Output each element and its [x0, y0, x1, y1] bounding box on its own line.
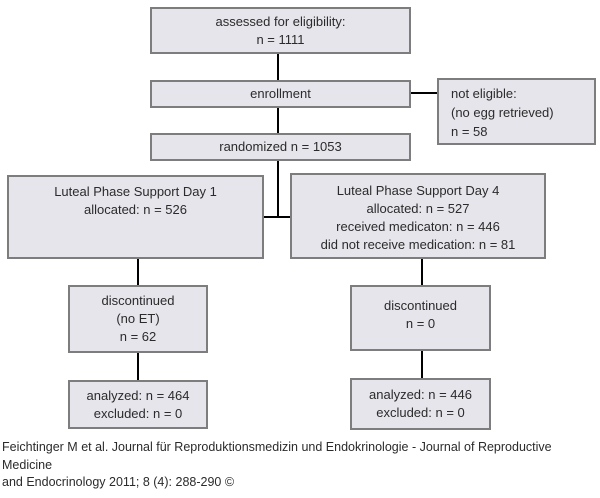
not-eligible-line-3: n = 58	[451, 124, 488, 139]
connector-day4-to-discontinued	[421, 257, 423, 287]
luteal-day4-box: Luteal Phase Support Day 4 allocated: n …	[290, 173, 546, 259]
connector-enrollment-to-randomized	[277, 106, 279, 135]
randomized-box: randomized n = 1053	[150, 133, 411, 161]
assessed-eligibility-box: assessed for eligibility: n = 1111	[150, 7, 411, 54]
connector-day1-to-discontinued	[137, 257, 139, 287]
analyzed-day1-box: analyzed: n = 464 excluded: n = 0	[68, 380, 208, 429]
assessed-line-1: assessed for eligibility:	[215, 13, 346, 29]
analyzed1-line-2: excluded: n = 0	[93, 405, 183, 421]
disc4-line-1: discontinued	[384, 298, 457, 313]
disc4-line-2: n = 0	[405, 316, 436, 331]
enrollment-box: enrollment	[150, 80, 411, 108]
randomized-label: randomized n = 1053	[219, 139, 342, 154]
analyzed4-line-1: analyzed: n = 446	[369, 387, 472, 402]
enrollment-label: enrollment	[250, 86, 311, 101]
analyzed1-line-1: analyzed: n = 464	[86, 387, 190, 403]
discontinued-day4-box: discontinued n = 0	[350, 285, 491, 351]
connector-randomized-to-split	[277, 159, 279, 218]
disc1-line-3: n = 62	[119, 329, 157, 344]
assessed-line-2: n = 1111	[256, 31, 305, 47]
connector-enrollment-to-not-eligible	[409, 92, 439, 94]
disc1-line-1: discontinued	[101, 293, 175, 308]
day1-title: Luteal Phase Support Day 1	[54, 184, 217, 199]
day4-not-received: did not receive medication: n = 81	[320, 237, 516, 252]
not-eligible-line-2: (no egg retrieved)	[451, 105, 554, 120]
not-eligible-line-1: not eligible:	[451, 86, 517, 101]
day4-allocated: allocated: n = 527	[366, 201, 470, 216]
day1-allocated: allocated: n = 526	[84, 202, 187, 217]
day4-title: Luteal Phase Support Day 4	[336, 183, 500, 198]
luteal-day1-box: Luteal Phase Support Day 1 allocated: n …	[7, 175, 264, 259]
analyzed4-line-2: excluded: n = 0	[376, 405, 465, 420]
disc1-line-2: (no ET)	[116, 311, 160, 326]
discontinued-day1-box: discontinued (no ET) n = 62	[68, 285, 208, 353]
citation-line-2: and Endocrinology 2011; 8 (4): 288-290 ©	[2, 475, 235, 489]
not-eligible-box: not eligible: (no egg retrieved) n = 58	[437, 78, 596, 145]
connector-discontinued1-to-analyzed	[137, 351, 139, 382]
citation-footer: Feichtinger M et al. Journal für Reprodu…	[2, 439, 597, 492]
day4-received: received medicaton: n = 446	[336, 219, 500, 234]
citation-line-1: Feichtinger M et al. Journal für Reprodu…	[2, 440, 552, 472]
connector-split-horizontal	[262, 216, 291, 218]
connector-assessed-to-enrollment	[277, 52, 279, 82]
connector-discontinued4-to-analyzed	[421, 349, 423, 380]
analyzed-day4-box: analyzed: n = 446 excluded: n = 0	[350, 378, 491, 430]
